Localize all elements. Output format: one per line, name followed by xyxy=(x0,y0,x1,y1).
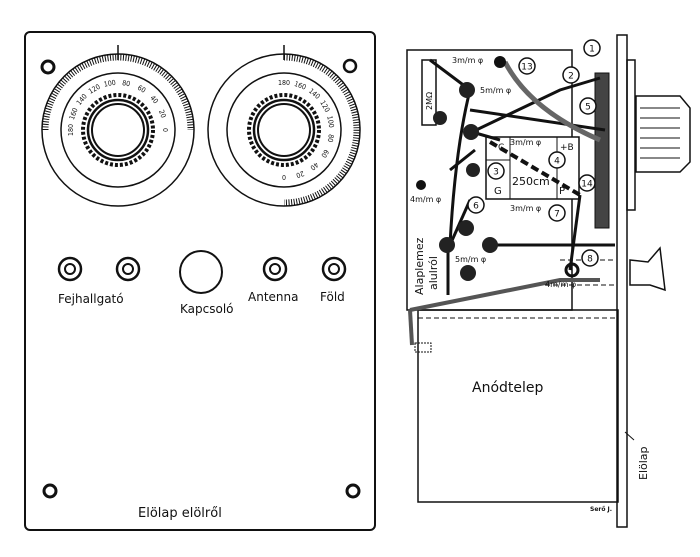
tuning-knob-side[interactable] xyxy=(635,95,691,173)
nut-icon xyxy=(433,111,447,125)
dial-scale-label: 160 xyxy=(68,107,80,121)
screw-icon xyxy=(40,59,56,75)
front-panel-title: Elölap elölről xyxy=(138,506,222,521)
nut-icon xyxy=(463,124,479,140)
dial-scale-label: 20 xyxy=(157,109,167,119)
screw-icon xyxy=(342,58,358,74)
svg-text:8: 8 xyxy=(587,255,593,265)
hole-icon xyxy=(564,262,580,278)
dial-scale-label: 0 xyxy=(161,128,169,132)
drill-5mm-label: 5m/m φ xyxy=(480,86,511,95)
svg-text:5: 5 xyxy=(585,103,591,113)
nut-icon xyxy=(460,265,476,281)
nut-icon xyxy=(439,237,455,253)
dial-scale-label: 120 xyxy=(87,83,101,96)
drill-3mm-label: 3m/m φ xyxy=(510,138,541,147)
drill-3mm-label: 3m/m φ xyxy=(452,56,483,65)
callout-3: 3 xyxy=(487,162,505,180)
headphones-label: Fejhallgató xyxy=(58,292,124,306)
screw-icon xyxy=(42,483,58,499)
dial-scale-label: 40 xyxy=(148,94,159,105)
nut-icon xyxy=(482,237,498,253)
pin-p-label: P xyxy=(559,186,565,197)
svg-text:1: 1 xyxy=(589,45,595,55)
switch-label: Kapcsoló xyxy=(180,302,234,316)
resistor xyxy=(421,59,437,126)
baseplate-sublabel: alulról xyxy=(427,256,440,290)
nut-icon xyxy=(466,163,480,177)
ground-jack[interactable] xyxy=(321,256,347,282)
side-view: 2MΩ C +B G P 250cm xyxy=(406,34,691,528)
callout-14: 14 xyxy=(578,174,596,192)
antenna-label: Antenna xyxy=(248,290,298,304)
dial-scale-label: 140 xyxy=(75,93,89,107)
svg-text:2: 2 xyxy=(568,72,574,82)
switch-knob-side[interactable] xyxy=(629,246,666,292)
dial-scale-label: 140 xyxy=(307,87,321,101)
antenna-jack[interactable] xyxy=(262,256,288,282)
callout-2: 2 xyxy=(562,66,580,84)
dial-scale-label: 0 xyxy=(282,173,286,181)
ground-label: Föld xyxy=(320,290,345,304)
drill-5mm-label: 5m/m φ xyxy=(455,255,486,264)
front-plate xyxy=(616,34,628,528)
dial-scale-label: 100 xyxy=(325,115,335,128)
svg-text:6: 6 xyxy=(473,202,479,212)
pin-g-label: G xyxy=(494,186,502,197)
dial-scale-label: 40 xyxy=(309,160,320,171)
svg-text:14: 14 xyxy=(581,180,593,190)
callout-6: 6 xyxy=(467,196,485,214)
headphone-jack-2[interactable] xyxy=(115,256,141,282)
svg-text:13: 13 xyxy=(521,63,532,73)
front-plate-label: Elölap xyxy=(637,446,650,480)
capacitor-value: 250cm xyxy=(512,175,550,188)
callout-13: 13 xyxy=(518,57,536,75)
resistor-label: 2MΩ xyxy=(425,92,434,110)
svg-text:7: 7 xyxy=(554,210,560,220)
hole-icon xyxy=(494,56,506,68)
dial-scale-label: 100 xyxy=(103,79,116,89)
dial-scale-label: 160 xyxy=(293,80,307,92)
callout-5: 5 xyxy=(579,97,597,115)
dial-scale-label: 60 xyxy=(319,148,330,159)
callout-7: 7 xyxy=(548,204,566,222)
callout-4: 4 xyxy=(548,151,566,169)
dial-scale-label: 80 xyxy=(122,79,131,88)
dial-scale-label: 80 xyxy=(326,134,335,143)
battery-box xyxy=(417,309,619,503)
pin-b-label: +B xyxy=(560,143,574,153)
callout-8: 8 xyxy=(581,249,599,267)
dial-scale-label: 180 xyxy=(67,124,75,136)
dial-scale-label: 60 xyxy=(136,84,147,95)
nut-icon xyxy=(459,82,475,98)
drill-3mm-label: 3m/m φ xyxy=(510,204,541,213)
coil xyxy=(594,72,610,229)
callout-1: 1 xyxy=(583,39,601,57)
svg-text:3: 3 xyxy=(493,168,499,178)
battery-label: Anódtelep xyxy=(472,380,544,396)
dial-scale-label: 20 xyxy=(295,169,305,179)
nut-icon xyxy=(458,220,474,236)
baseplate-label: Alaplemez xyxy=(413,237,426,295)
hole-icon xyxy=(416,180,426,190)
signature: Serő J. xyxy=(590,506,612,513)
dial-scale-label: 180 xyxy=(278,79,290,87)
switch-knob[interactable] xyxy=(179,250,223,294)
svg-text:4: 4 xyxy=(554,157,560,167)
headphone-jack-1[interactable] xyxy=(57,256,83,282)
screw-icon xyxy=(345,483,361,499)
dial-scale-label: 120 xyxy=(318,99,331,113)
drill-4mm-label: 4m/m φ xyxy=(545,280,576,289)
drill-4mm-label: 4m/m φ xyxy=(410,195,441,204)
